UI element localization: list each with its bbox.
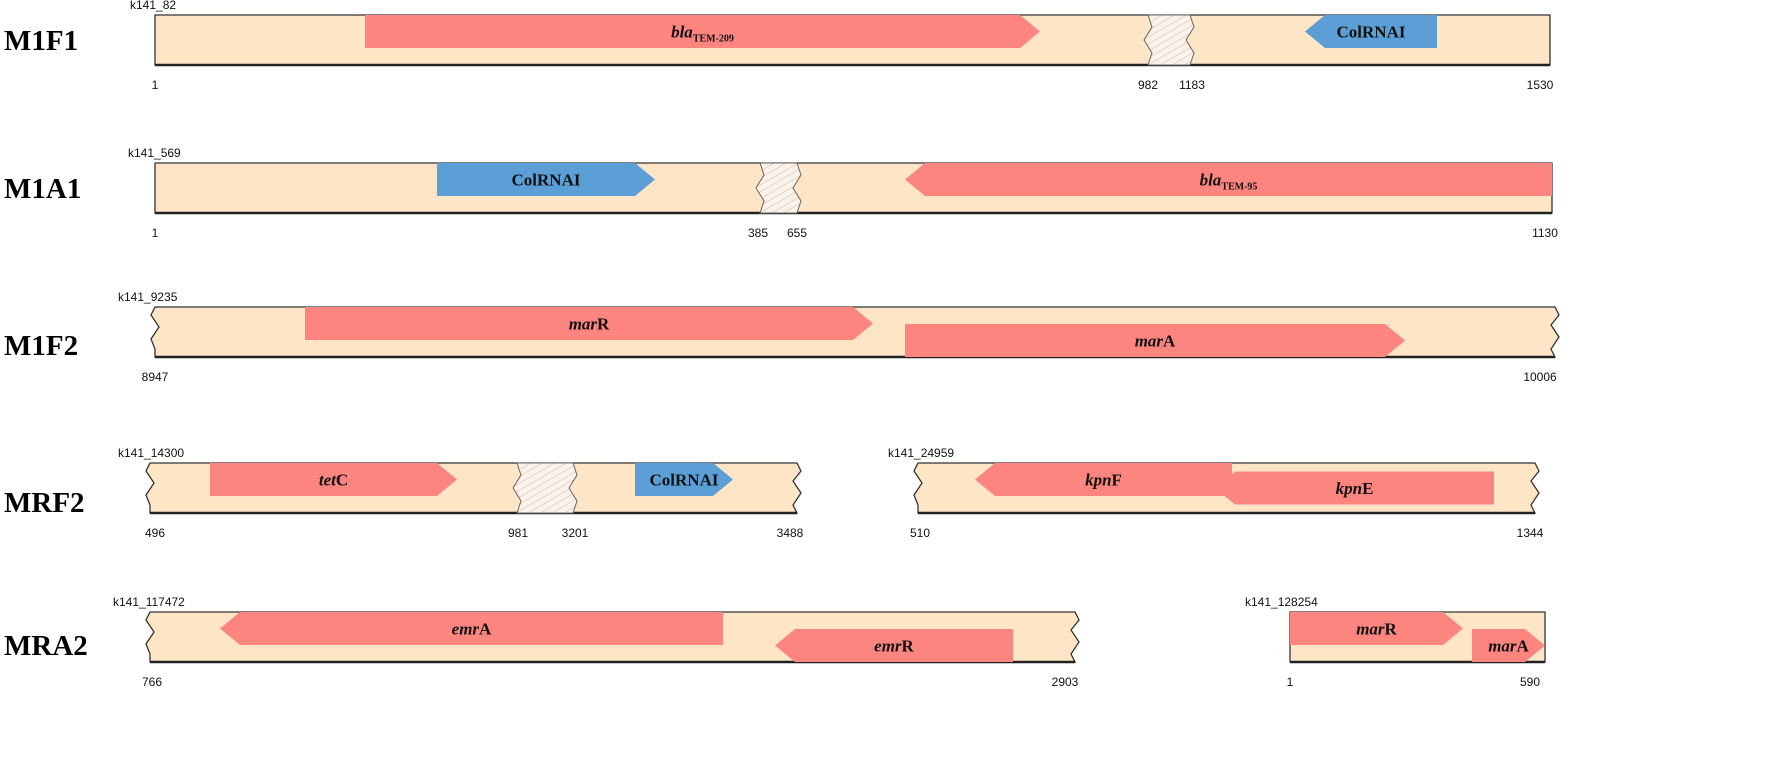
track-label: M1F1	[4, 25, 78, 57]
gene-arrow	[220, 612, 723, 645]
gene-label-italic: emr	[452, 620, 480, 639]
position-tick-label: 1344	[1517, 526, 1544, 540]
gene-label-italic: bla	[1200, 171, 1222, 190]
position-tick-label: 8947	[142, 370, 169, 384]
position-tick-label: 1530	[1527, 78, 1554, 92]
gene-label-suffix: ColRNAI	[512, 171, 581, 190]
position-tick-label: 496	[145, 526, 165, 540]
replicon-arrow	[635, 463, 733, 496]
gene-label: marR	[569, 315, 610, 334]
gene-arrow	[775, 629, 1013, 662]
contig-name: k141_82	[130, 0, 176, 12]
gene-label-suffix: R	[1385, 620, 1398, 639]
gene-label-suffix: R	[597, 315, 610, 334]
gene-label-italic: emr	[874, 637, 902, 656]
position-tick-label: 1130	[1532, 226, 1558, 240]
sequence-gap	[512, 462, 578, 514]
gene-label: blaTEM-95	[1200, 171, 1258, 193]
position-tick-label: 981	[508, 526, 528, 540]
position-tick-label: 1	[1287, 675, 1294, 689]
track-label: MRA2	[4, 630, 88, 662]
position-tick-label: 3201	[562, 526, 589, 540]
position-tick-label: 510	[910, 526, 930, 540]
sequence-gap	[755, 162, 802, 214]
gene-label: ColRNAI	[512, 171, 581, 190]
gene-label-italic: mar	[569, 315, 598, 334]
gene-label-suffix: E	[1362, 479, 1373, 498]
track-label: MRF2	[4, 487, 85, 519]
gene-label-italic: mar	[1488, 637, 1517, 656]
gene-label-italic: bla	[671, 23, 693, 42]
position-tick-label: 1183	[1179, 78, 1205, 92]
gene-arrow	[1215, 471, 1494, 505]
gene-arrow	[975, 463, 1232, 496]
gene-label-italic: mar	[1135, 332, 1164, 351]
contig-name: k141_569	[128, 146, 181, 160]
contig-name: k141_117472	[113, 595, 185, 609]
gene-label: ColRNAI	[650, 471, 719, 490]
replicon-arrow	[437, 163, 655, 196]
gene-label-suffix: A	[1163, 332, 1176, 351]
gene-label-suffix: A	[1517, 637, 1530, 656]
gene-label: tetC	[319, 471, 348, 490]
position-tick-label: 2903	[1052, 675, 1079, 689]
gene-label: ColRNAI	[1337, 23, 1406, 42]
track-label: M1A1	[4, 173, 81, 205]
contig: tetC ColRNAI k141_14300 496 981 3201 3488	[118, 446, 804, 540]
gene-arrow	[905, 163, 1552, 196]
position-tick-label: 590	[1520, 675, 1540, 689]
gene-label: marR	[1356, 620, 1397, 639]
gene-label-italic: tet	[319, 471, 337, 490]
gene-label-subscript: TEM-209	[693, 34, 734, 45]
gene-label-suffix: ColRNAI	[650, 471, 719, 490]
gene-label: blaTEM-209	[671, 23, 734, 45]
gene-arrow	[1472, 629, 1545, 662]
gene-label: emrA	[452, 620, 492, 639]
gene-label-suffix: R	[902, 637, 915, 656]
contig-name: k141_14300	[118, 446, 184, 460]
contig: blaTEM-209 ColRNAI k141_82 1 982 1183 1530	[130, 0, 1554, 92]
gene-arrow	[1290, 612, 1463, 645]
gene-label-subscript: TEM-95	[1221, 182, 1257, 193]
gene-label-italic: kpn	[1085, 471, 1111, 490]
gene-label: kpnE	[1336, 479, 1374, 498]
gene-label: kpnF	[1085, 471, 1122, 490]
gene-arrow	[210, 463, 457, 496]
gene-arrow	[905, 324, 1405, 357]
gene-label-suffix: ColRNAI	[1337, 23, 1406, 42]
gene-label-suffix: F	[1112, 471, 1122, 490]
gene-arrow	[305, 307, 873, 340]
position-tick-label: 655	[787, 226, 807, 240]
gene-label: marA	[1135, 332, 1176, 351]
gene-label-suffix: A	[479, 620, 492, 639]
replicon-arrow	[1305, 15, 1437, 48]
gene-label-italic: mar	[1356, 620, 1385, 639]
gene-label-suffix: C	[336, 471, 348, 490]
gene-label-italic: kpn	[1336, 479, 1362, 498]
contig-name: k141_24959	[888, 446, 954, 460]
position-tick-label: 1	[152, 78, 159, 92]
gene-arrow	[365, 15, 1040, 48]
position-tick-label: 10006	[1523, 370, 1557, 384]
contig-name: k141_128254	[1245, 595, 1318, 609]
contig-name: k141_9235	[118, 290, 178, 304]
position-tick-label: 3488	[777, 526, 804, 540]
gene-label: emrR	[874, 637, 914, 656]
position-tick-label: 1	[152, 226, 159, 240]
position-tick-label: 982	[1138, 78, 1158, 92]
position-tick-label: 385	[748, 226, 768, 240]
contig: ColRNAI blaTEM-95 k141_569 1 385 655 1130	[128, 146, 1558, 240]
position-tick-label: 766	[142, 675, 162, 689]
track-label: M1F2	[4, 330, 78, 362]
gene-label: marA	[1488, 637, 1529, 656]
sequence-gap	[1143, 14, 1195, 66]
